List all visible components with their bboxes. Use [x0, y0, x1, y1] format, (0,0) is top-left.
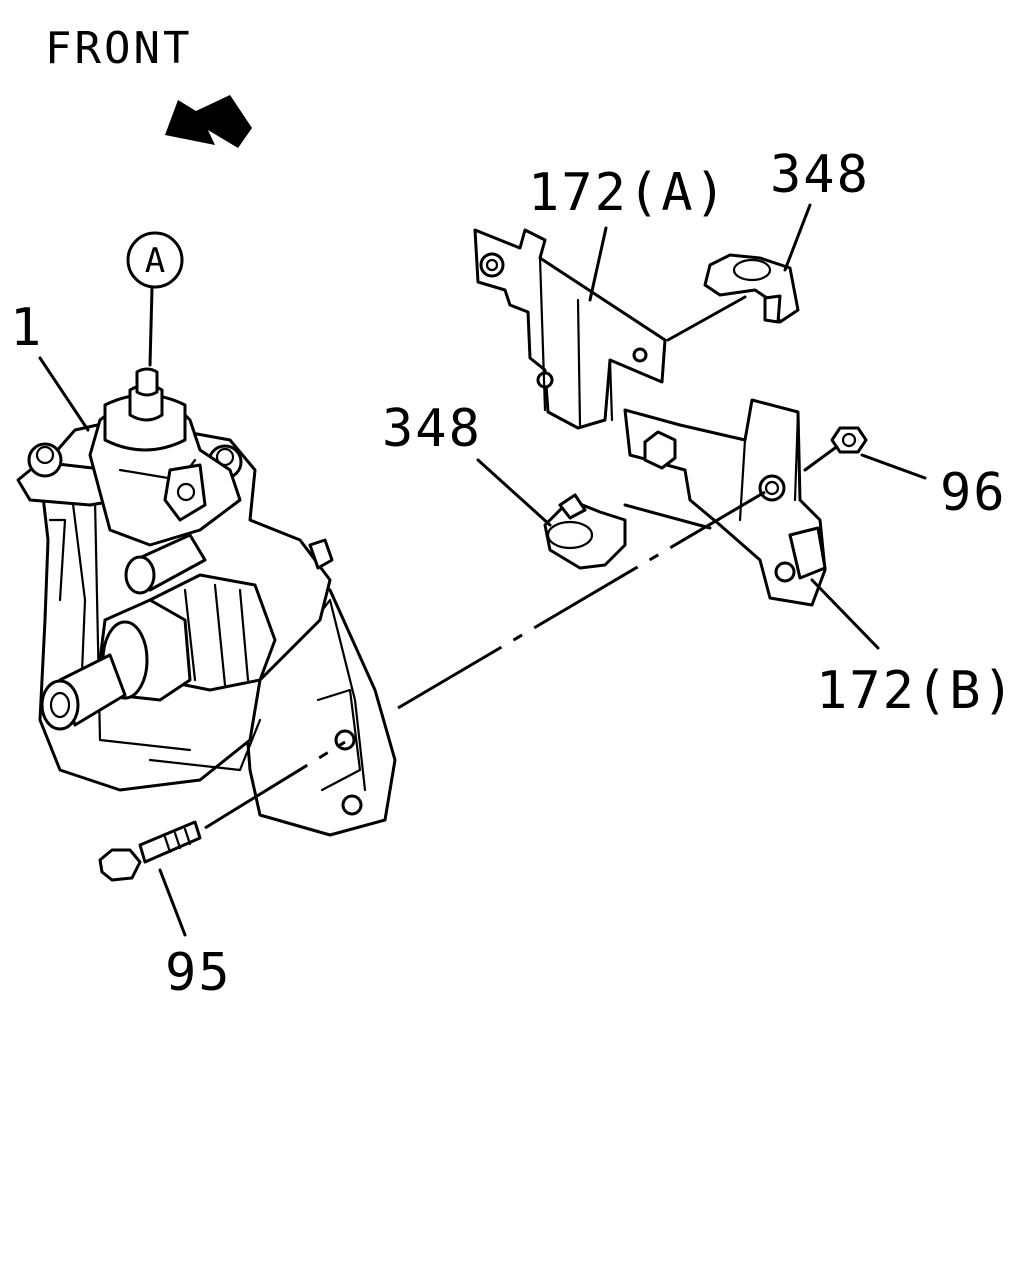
leader-bracket-a: [588, 226, 608, 302]
leader-pump: [38, 356, 90, 432]
leader-clip-upper: [783, 203, 812, 272]
alignment-centerline: [397, 490, 766, 710]
leader-clip-lower-to-bracket: [623, 503, 712, 530]
clip-upper: [703, 253, 800, 324]
callout-bolt: 95: [165, 943, 232, 1003]
steering-gear-assembly: [16, 367, 397, 837]
callout-pump: 1: [10, 298, 43, 358]
clip-lower: [543, 493, 627, 570]
reference-a-circle: [126, 231, 184, 289]
front-label: FRONT: [45, 23, 192, 74]
leader-nut-to-bracket: [803, 446, 837, 472]
callout-ref-a: A: [145, 241, 165, 281]
leader-clip-lower: [476, 458, 552, 527]
bracket-a: [473, 228, 667, 430]
bolt-centerline: [204, 740, 346, 830]
callout-nut: 96: [940, 463, 1007, 523]
leader-ref-a: [148, 286, 154, 367]
callout-bracket-a: 172(A): [528, 163, 728, 223]
callout-clip-lower: 348: [382, 399, 482, 459]
bolt: [98, 820, 202, 882]
leader-bolt: [158, 868, 187, 937]
callout-bracket-b: 172(B): [816, 661, 1016, 721]
callout-clip-upper: 348: [770, 145, 870, 205]
front-arrow-icon: [165, 95, 252, 148]
leader-nut: [860, 453, 927, 480]
leader-bracket-b: [810, 578, 880, 650]
leader-clip-upper-to-bracket: [666, 295, 747, 342]
nut: [830, 426, 868, 454]
bracket-b: [623, 398, 827, 607]
